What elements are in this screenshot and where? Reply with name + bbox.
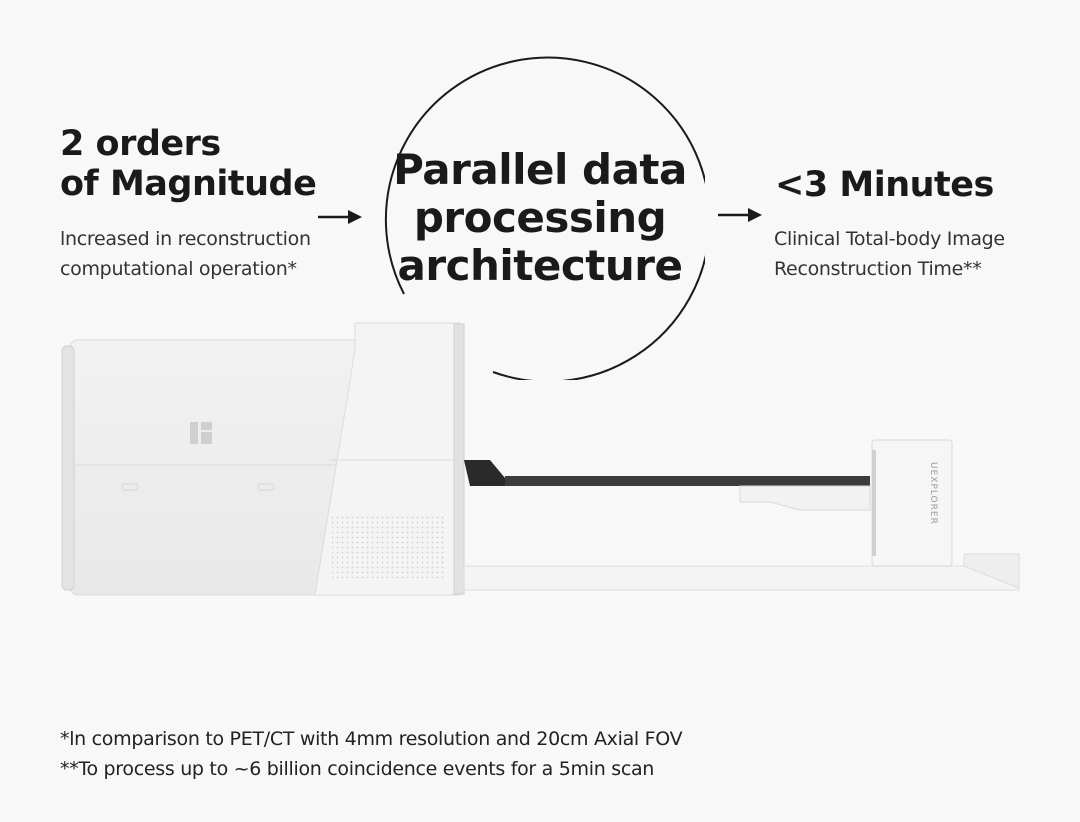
left-subtitle-line1: lncreased in reconstruction (60, 228, 311, 250)
center-title-line3: architecture (397, 241, 683, 290)
right-subtitle-line2: Reconstruction Time** (774, 258, 982, 280)
center-title-line2: processing (413, 193, 667, 242)
scanner-image (61, 322, 1020, 596)
footnote-2: **To process up to ~6 billion coincidenc… (60, 758, 655, 780)
patient-table (463, 439, 1020, 591)
right-headline: <3 Minutes (775, 165, 994, 205)
center-title-line1: Parallel data (393, 145, 687, 194)
center-title: Parallel data processing architecture (375, 146, 705, 290)
center-circle (384, 56, 705, 380)
left-headline-line1: 2 orders (60, 124, 221, 164)
left-subtitle-line2: computational operation* (60, 258, 297, 280)
footnote-1: *ln comparison to PET/CT with 4mm resolu… (60, 728, 683, 750)
arrow-right-icon (718, 208, 762, 222)
left-headline: 2 orders of Magnitude (60, 124, 317, 204)
logo-icon (190, 422, 212, 444)
gantry-front-ring (314, 322, 465, 596)
left-headline-line2: of Magnitude (60, 164, 317, 204)
arrow-right-icon (318, 210, 362, 224)
footnotes: *ln comparison to PET/CT with 4mm resolu… (60, 724, 683, 784)
scanner-brand-label: UEXPLORER (928, 462, 938, 525)
right-subtitle-line1: Clinical Total-body Image (774, 228, 1005, 250)
right-subtitle: Clinical Total-body Image Reconstruction… (774, 224, 1005, 284)
left-subtitle: lncreased in reconstruction computationa… (60, 224, 311, 284)
